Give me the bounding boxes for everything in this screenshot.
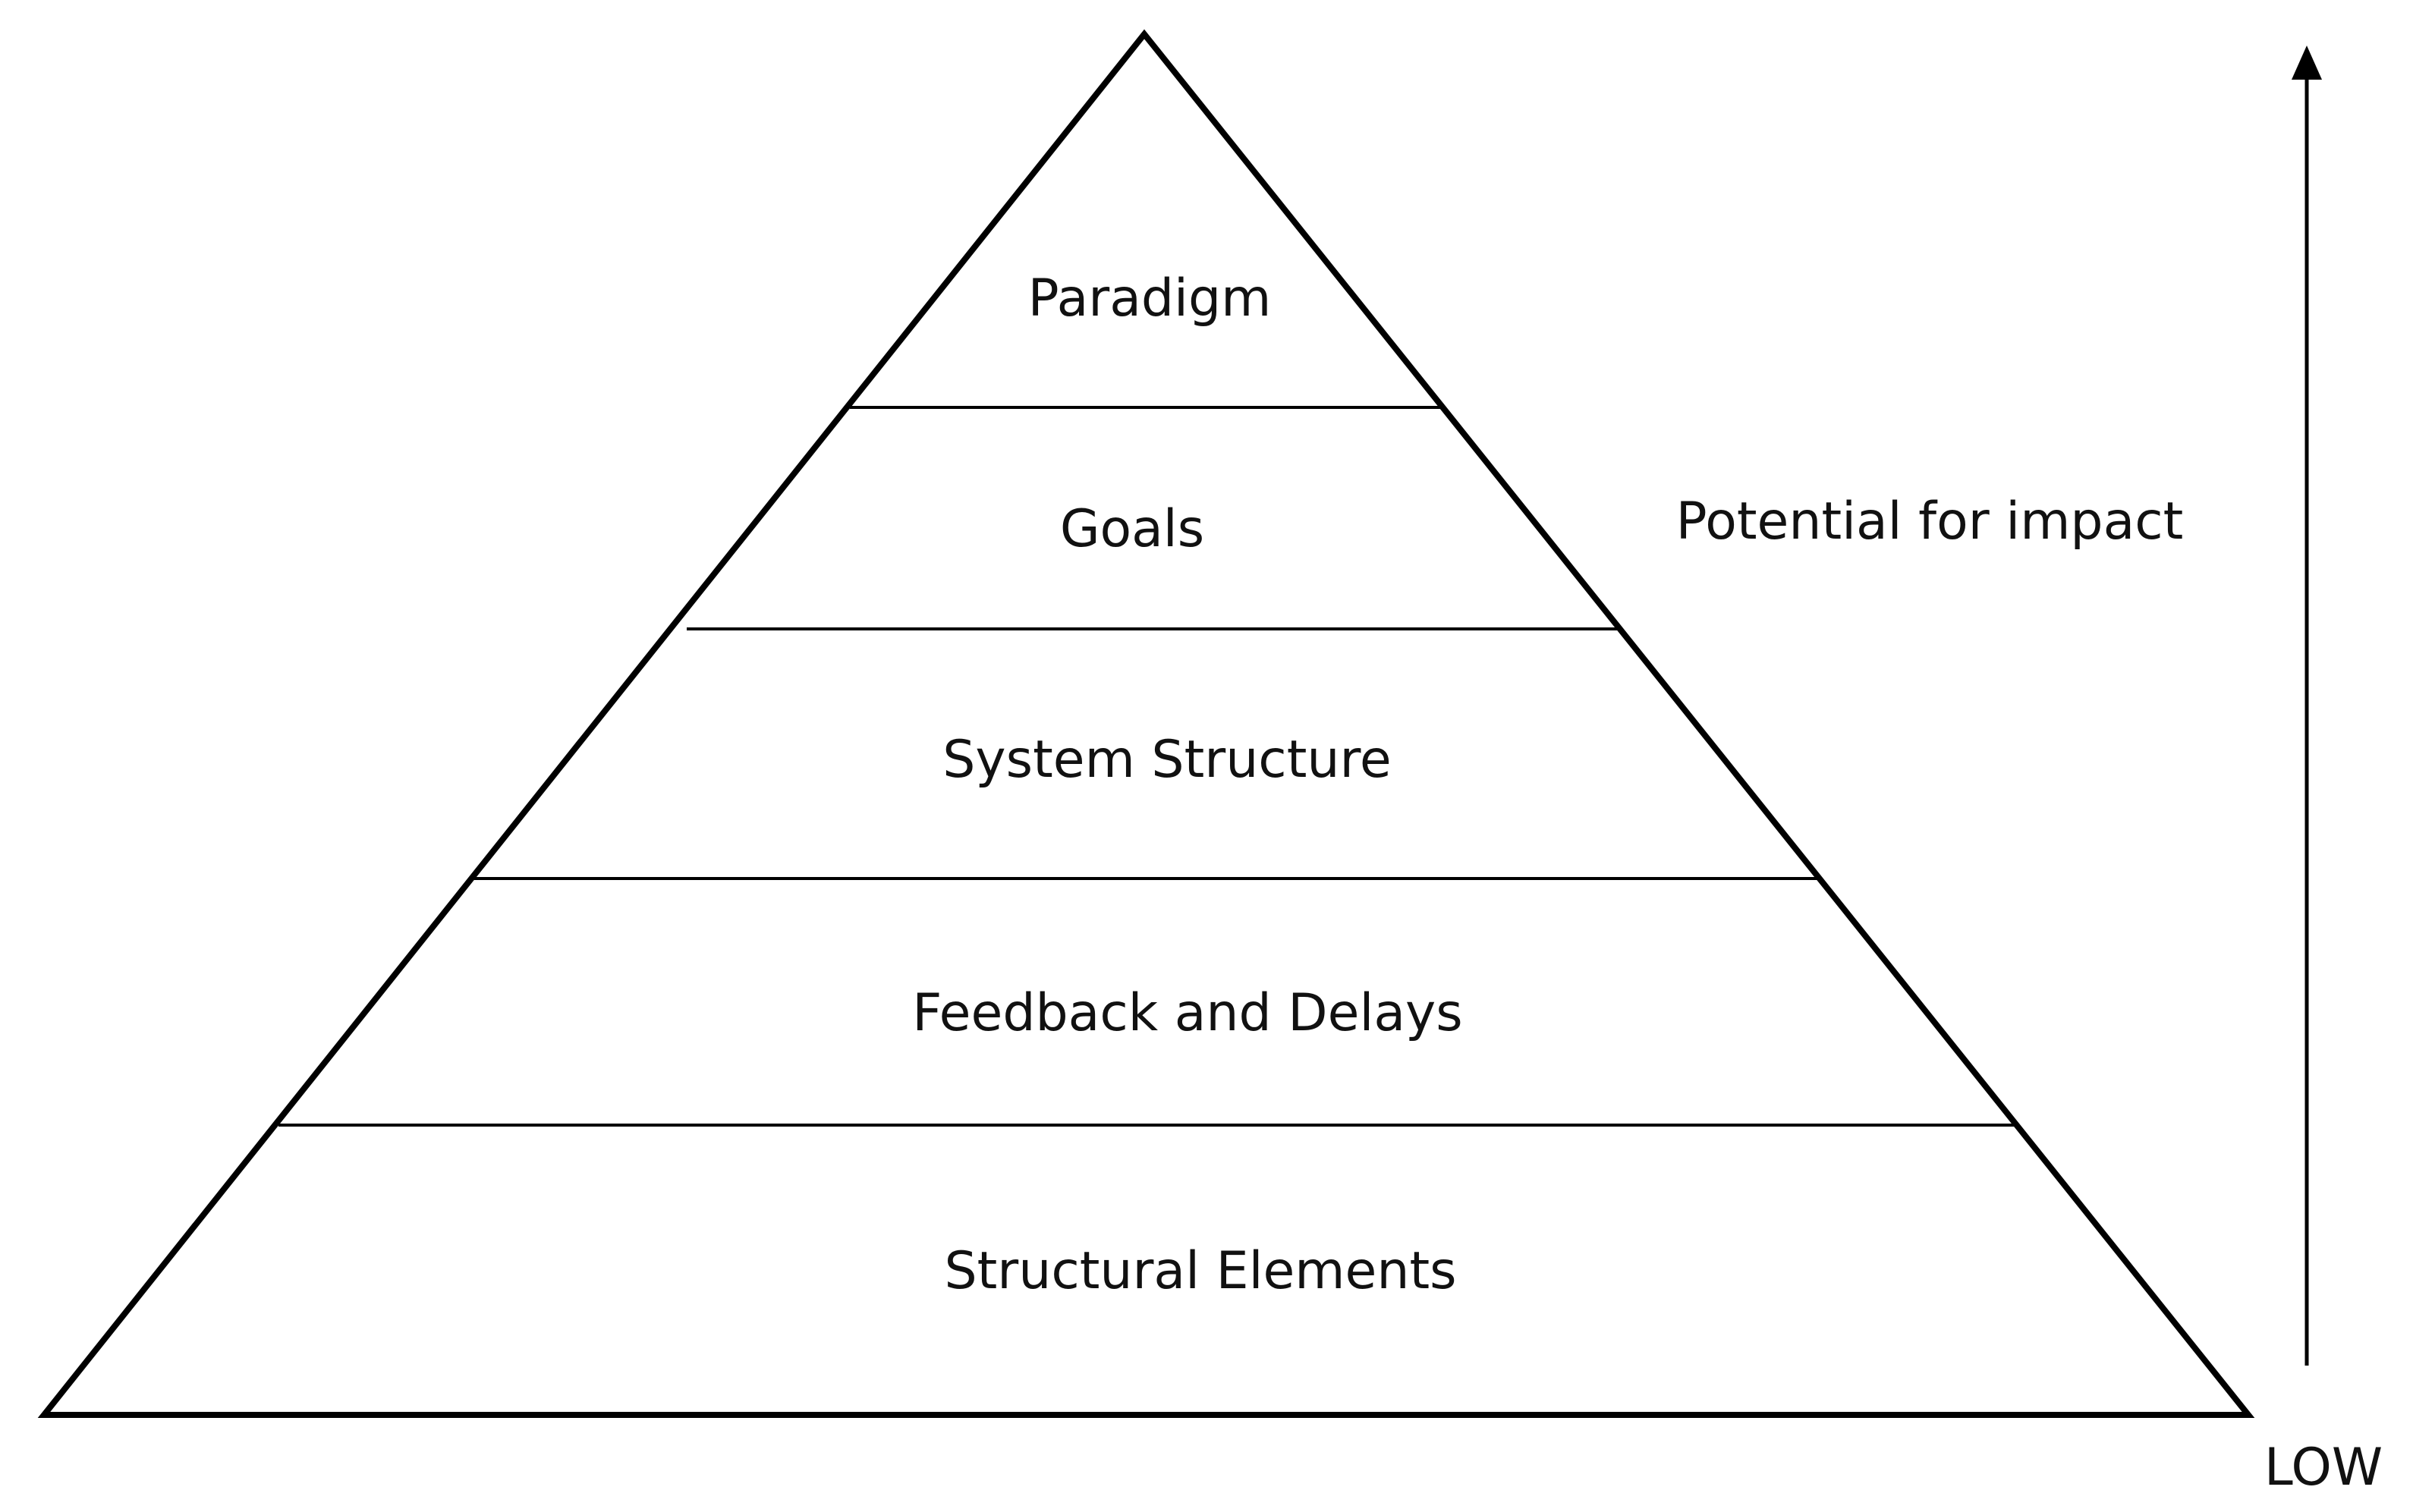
impact-axis-label: Potential for impact [1676,492,2184,552]
level-label-feedback-and-delays: Feedback and Delays [912,983,1462,1043]
pyramid-outline [37,29,2255,1418]
level-label-paradigm: Paradigm [1028,269,1272,328]
level-label-goals: Goals [1060,499,1204,559]
level-label-system-structure: System Structure [942,730,1392,790]
impact-axis-low-label: LOW [2264,1438,2383,1498]
level-label-structural-elements: Structural Elements [944,1241,1456,1301]
